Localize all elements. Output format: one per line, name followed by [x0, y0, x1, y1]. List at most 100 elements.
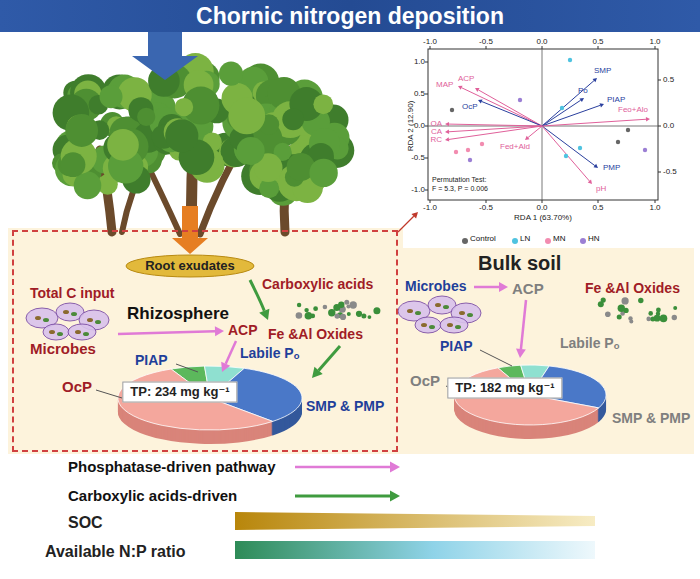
root-exudates-ellipse: Root exudates: [125, 254, 255, 278]
pool-label: OcP: [62, 378, 92, 395]
tick: [598, 200, 599, 203]
legend-text: Control: [470, 234, 496, 243]
leader-line: [480, 350, 512, 366]
arrowhead: [593, 164, 598, 168]
variable-label: PIAP: [607, 95, 625, 104]
arrowhead: [411, 212, 418, 219]
variable-label: OA: [430, 119, 442, 128]
microbe-cell: [415, 311, 421, 315]
tick: [486, 46, 487, 49]
microbe-cell: [35, 316, 41, 320]
tree-leaves: [219, 62, 243, 86]
axis-title: RDA 1 (63.70%): [514, 213, 572, 222]
tick: [598, 46, 599, 49]
arrowhead: [525, 136, 529, 140]
microbe-cell: [435, 303, 441, 307]
microbe: [43, 324, 69, 340]
sample-point: [480, 142, 484, 146]
tick: [425, 94, 428, 95]
pool-label: OcP: [410, 372, 440, 389]
microbe-cell: [447, 323, 453, 327]
sample-point: [643, 148, 647, 152]
microbe-cell: [87, 318, 93, 322]
variable-vector: [482, 102, 542, 126]
microbe-cell: [421, 323, 427, 327]
microbe-cluster: [398, 296, 481, 333]
axis-tick: -1.0: [423, 203, 437, 212]
microbe-cell: [95, 320, 101, 324]
axis-tick: -0.5: [479, 37, 493, 46]
microbe-cell: [83, 332, 89, 336]
process-label: Microbes: [30, 340, 96, 357]
ellipse-shape: [126, 255, 254, 277]
legend-arrow: [295, 495, 390, 498]
tick: [430, 46, 431, 49]
tick: [542, 46, 543, 49]
variable-vector: [478, 90, 542, 126]
sample-point: [568, 58, 572, 62]
tp-box: TP: 234 mg kg⁻¹: [122, 382, 237, 403]
microbe-cell: [63, 310, 69, 314]
particle: [304, 308, 308, 312]
process-label: Microbes: [405, 278, 466, 294]
gradient-label: Available N:P ratio: [45, 543, 186, 561]
particle: [601, 298, 606, 303]
tree-illustration: [52, 53, 354, 234]
particle: [373, 307, 380, 314]
variable-label: Po: [578, 86, 588, 95]
tick: [425, 126, 428, 127]
legend-text: HN: [588, 234, 600, 243]
soil-panel: [8, 228, 694, 454]
test-note: F = 5.3, P = 0.006: [432, 185, 488, 193]
process-label: Total C input: [30, 285, 115, 301]
pool-label: PIAP: [440, 338, 473, 354]
particle: [629, 320, 633, 324]
sample-point: [466, 148, 470, 152]
axis-tick: 1.0: [414, 57, 425, 66]
particle: [605, 312, 611, 318]
variable-label: pH: [596, 184, 606, 193]
particle: [656, 308, 661, 313]
sample-point: [450, 108, 454, 112]
variable-label: Fed+Ald: [500, 142, 530, 151]
variable-vector: [542, 126, 589, 181]
variable-label: SMP: [594, 66, 611, 75]
test-note: Permutation Test:: [432, 176, 486, 184]
axis-tick: 0.0: [663, 121, 674, 130]
node-text: Root exudates: [145, 259, 235, 274]
legend-text: MN: [553, 234, 565, 243]
tree-leaves: [100, 85, 123, 108]
arrowhead: [579, 98, 584, 102]
tick: [542, 200, 543, 203]
arrowhead: [475, 88, 480, 92]
tick: [425, 190, 428, 191]
arrowhead: [646, 117, 650, 121]
legend-swatch: [462, 238, 468, 244]
axis-tick: 1.0: [649, 203, 660, 212]
pointer-line: [398, 216, 414, 232]
arrowhead: [445, 130, 449, 134]
oxide-particles: [296, 300, 381, 320]
arrowhead: [478, 99, 483, 103]
variable-vector: [449, 126, 542, 132]
tree-leaves: [228, 98, 265, 135]
pool-label: SMP & PMP: [306, 398, 384, 414]
arrowhead: [390, 491, 400, 502]
variable-label: Feo+Alo: [618, 105, 648, 114]
variable-label: RC: [430, 135, 442, 144]
leader-line: [96, 390, 122, 398]
particle: [617, 315, 622, 320]
microbe-cell: [429, 325, 435, 329]
particle: [368, 315, 372, 319]
arrowhead: [445, 122, 449, 126]
tree-leaves: [313, 94, 333, 114]
axis-title: RDA 2 (12.90): [406, 101, 415, 152]
gradient-bar: [235, 541, 595, 559]
tree-leaves: [237, 137, 265, 165]
tree-leaves: [137, 108, 155, 126]
sample-point: [626, 128, 630, 132]
microbe: [68, 324, 96, 340]
legend-swatch: [545, 238, 551, 244]
variable-vector: [542, 100, 581, 126]
